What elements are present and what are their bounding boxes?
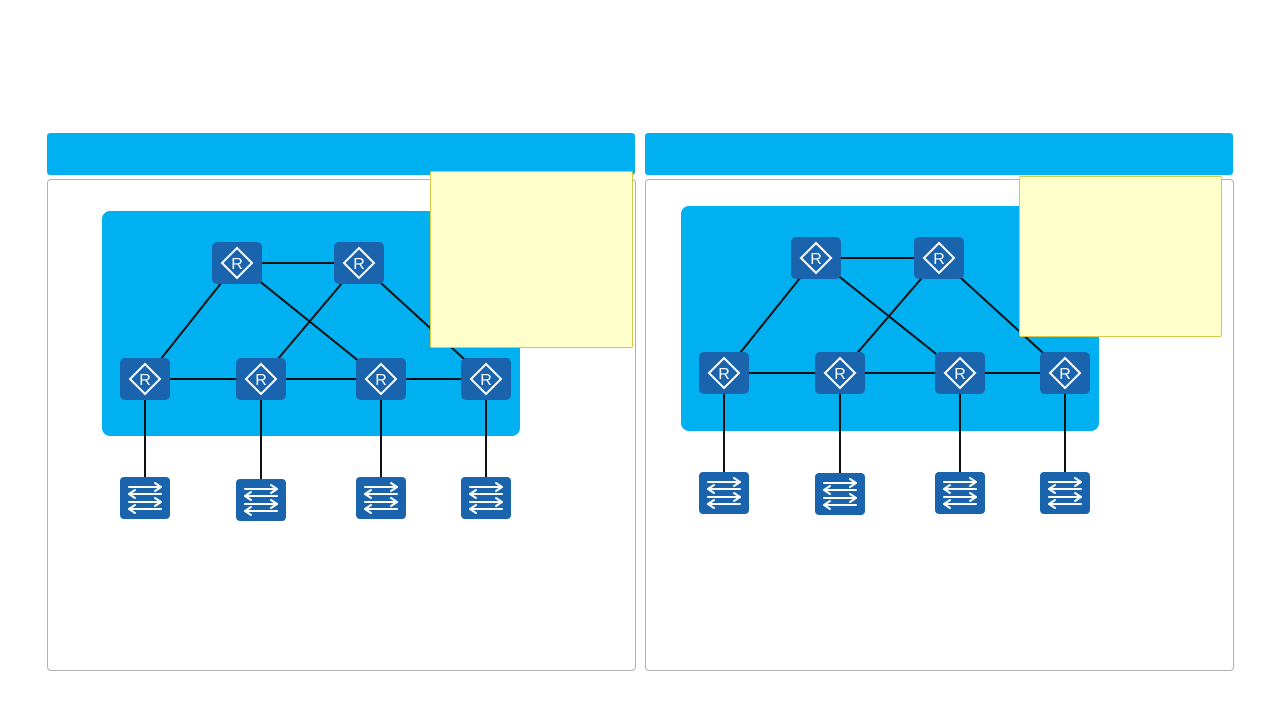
right-router-core-2[interactable]: R: [914, 237, 964, 279]
router-icon: R: [342, 246, 376, 280]
right-switch-sw-1[interactable]: [699, 472, 749, 514]
right-router-agg-2[interactable]: R: [815, 352, 865, 394]
left-router-agg-3[interactable]: R: [356, 358, 406, 400]
router-label: R: [255, 372, 267, 389]
left-panel-header: [47, 133, 635, 175]
right-router-core-1[interactable]: R: [791, 237, 841, 279]
router-label: R: [353, 256, 365, 273]
router-icon: R: [922, 241, 956, 275]
right-router-agg-3[interactable]: R: [935, 352, 985, 394]
router-icon: R: [707, 356, 741, 390]
left-router-agg-4[interactable]: R: [461, 358, 511, 400]
left-switch-sw-3[interactable]: [356, 477, 406, 519]
switch-icon: [128, 482, 162, 514]
switch-icon: [244, 484, 278, 516]
router-label: R: [933, 251, 945, 268]
router-icon: R: [469, 362, 503, 396]
router-label: R: [231, 256, 243, 273]
left-router-agg-1[interactable]: R: [120, 358, 170, 400]
right-link-core-1-agg-3: [815, 257, 961, 374]
router-icon: R: [1048, 356, 1082, 390]
router-label: R: [954, 366, 966, 383]
left-router-core-1[interactable]: R: [212, 242, 262, 284]
left-switch-sw-1[interactable]: [120, 477, 170, 519]
left-switch-sw-2[interactable]: [236, 479, 286, 521]
left-router-agg-2[interactable]: R: [236, 358, 286, 400]
router-icon: R: [244, 362, 278, 396]
right-switch-sw-4[interactable]: [1040, 472, 1090, 514]
router-icon: R: [128, 362, 162, 396]
router-icon: R: [799, 241, 833, 275]
router-label: R: [1059, 366, 1071, 383]
right-switch-sw-3[interactable]: [935, 472, 985, 514]
switch-icon: [469, 482, 503, 514]
switch-icon: [707, 477, 741, 509]
router-icon: R: [943, 356, 977, 390]
switch-icon: [1048, 477, 1082, 509]
router-label: R: [810, 251, 822, 268]
router-icon: R: [364, 362, 398, 396]
switch-icon: [943, 477, 977, 509]
left-router-core-2[interactable]: R: [334, 242, 384, 284]
router-label: R: [718, 366, 730, 383]
router-icon: R: [823, 356, 857, 390]
right-note: [1019, 176, 1222, 337]
devices-layer: R R R R R R R R R R R R: [120, 237, 1090, 521]
switch-icon: [364, 482, 398, 514]
right-router-agg-1[interactable]: R: [699, 352, 749, 394]
router-label: R: [834, 366, 846, 383]
switch-icon: [823, 478, 857, 510]
left-switch-sw-4[interactable]: [461, 477, 511, 519]
right-router-agg-4[interactable]: R: [1040, 352, 1090, 394]
left-note: [430, 171, 633, 348]
right-panel-header: [645, 133, 1233, 175]
router-label: R: [375, 372, 387, 389]
right-switch-sw-2[interactable]: [815, 473, 865, 515]
router-label: R: [480, 372, 492, 389]
router-icon: R: [220, 246, 254, 280]
router-label: R: [139, 372, 151, 389]
